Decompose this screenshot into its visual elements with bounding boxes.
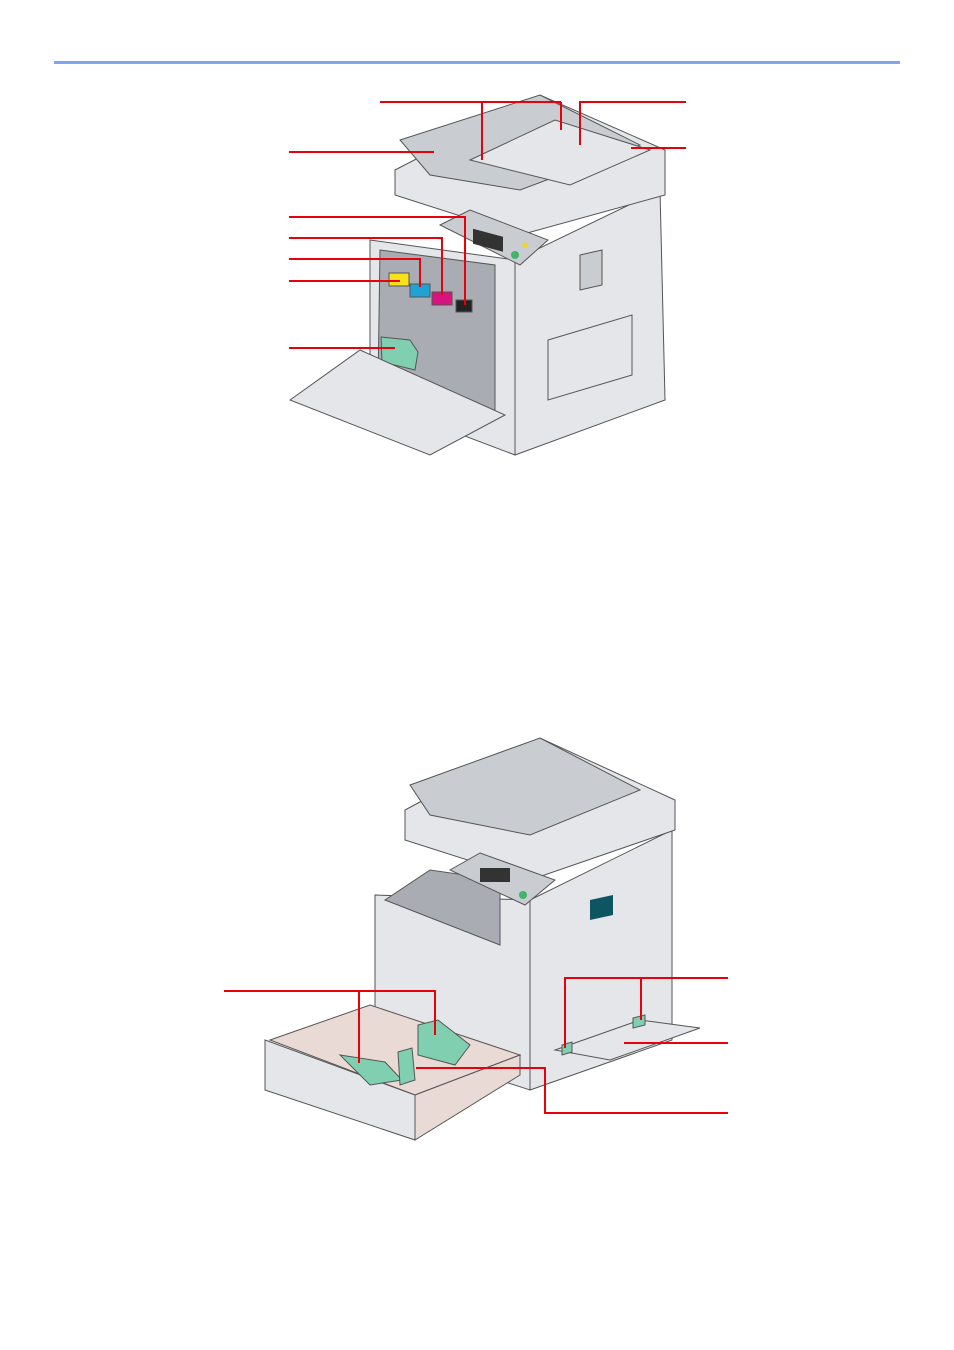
toner-yellow <box>388 272 410 287</box>
callouts-figure-2 <box>224 977 728 1114</box>
header-rule <box>54 61 900 64</box>
callouts-figure-1 <box>289 101 686 349</box>
waste-toner-box <box>380 336 419 371</box>
printer-cassette-open-illustration <box>264 737 701 1141</box>
printer-front-open-illustration <box>288 94 666 456</box>
